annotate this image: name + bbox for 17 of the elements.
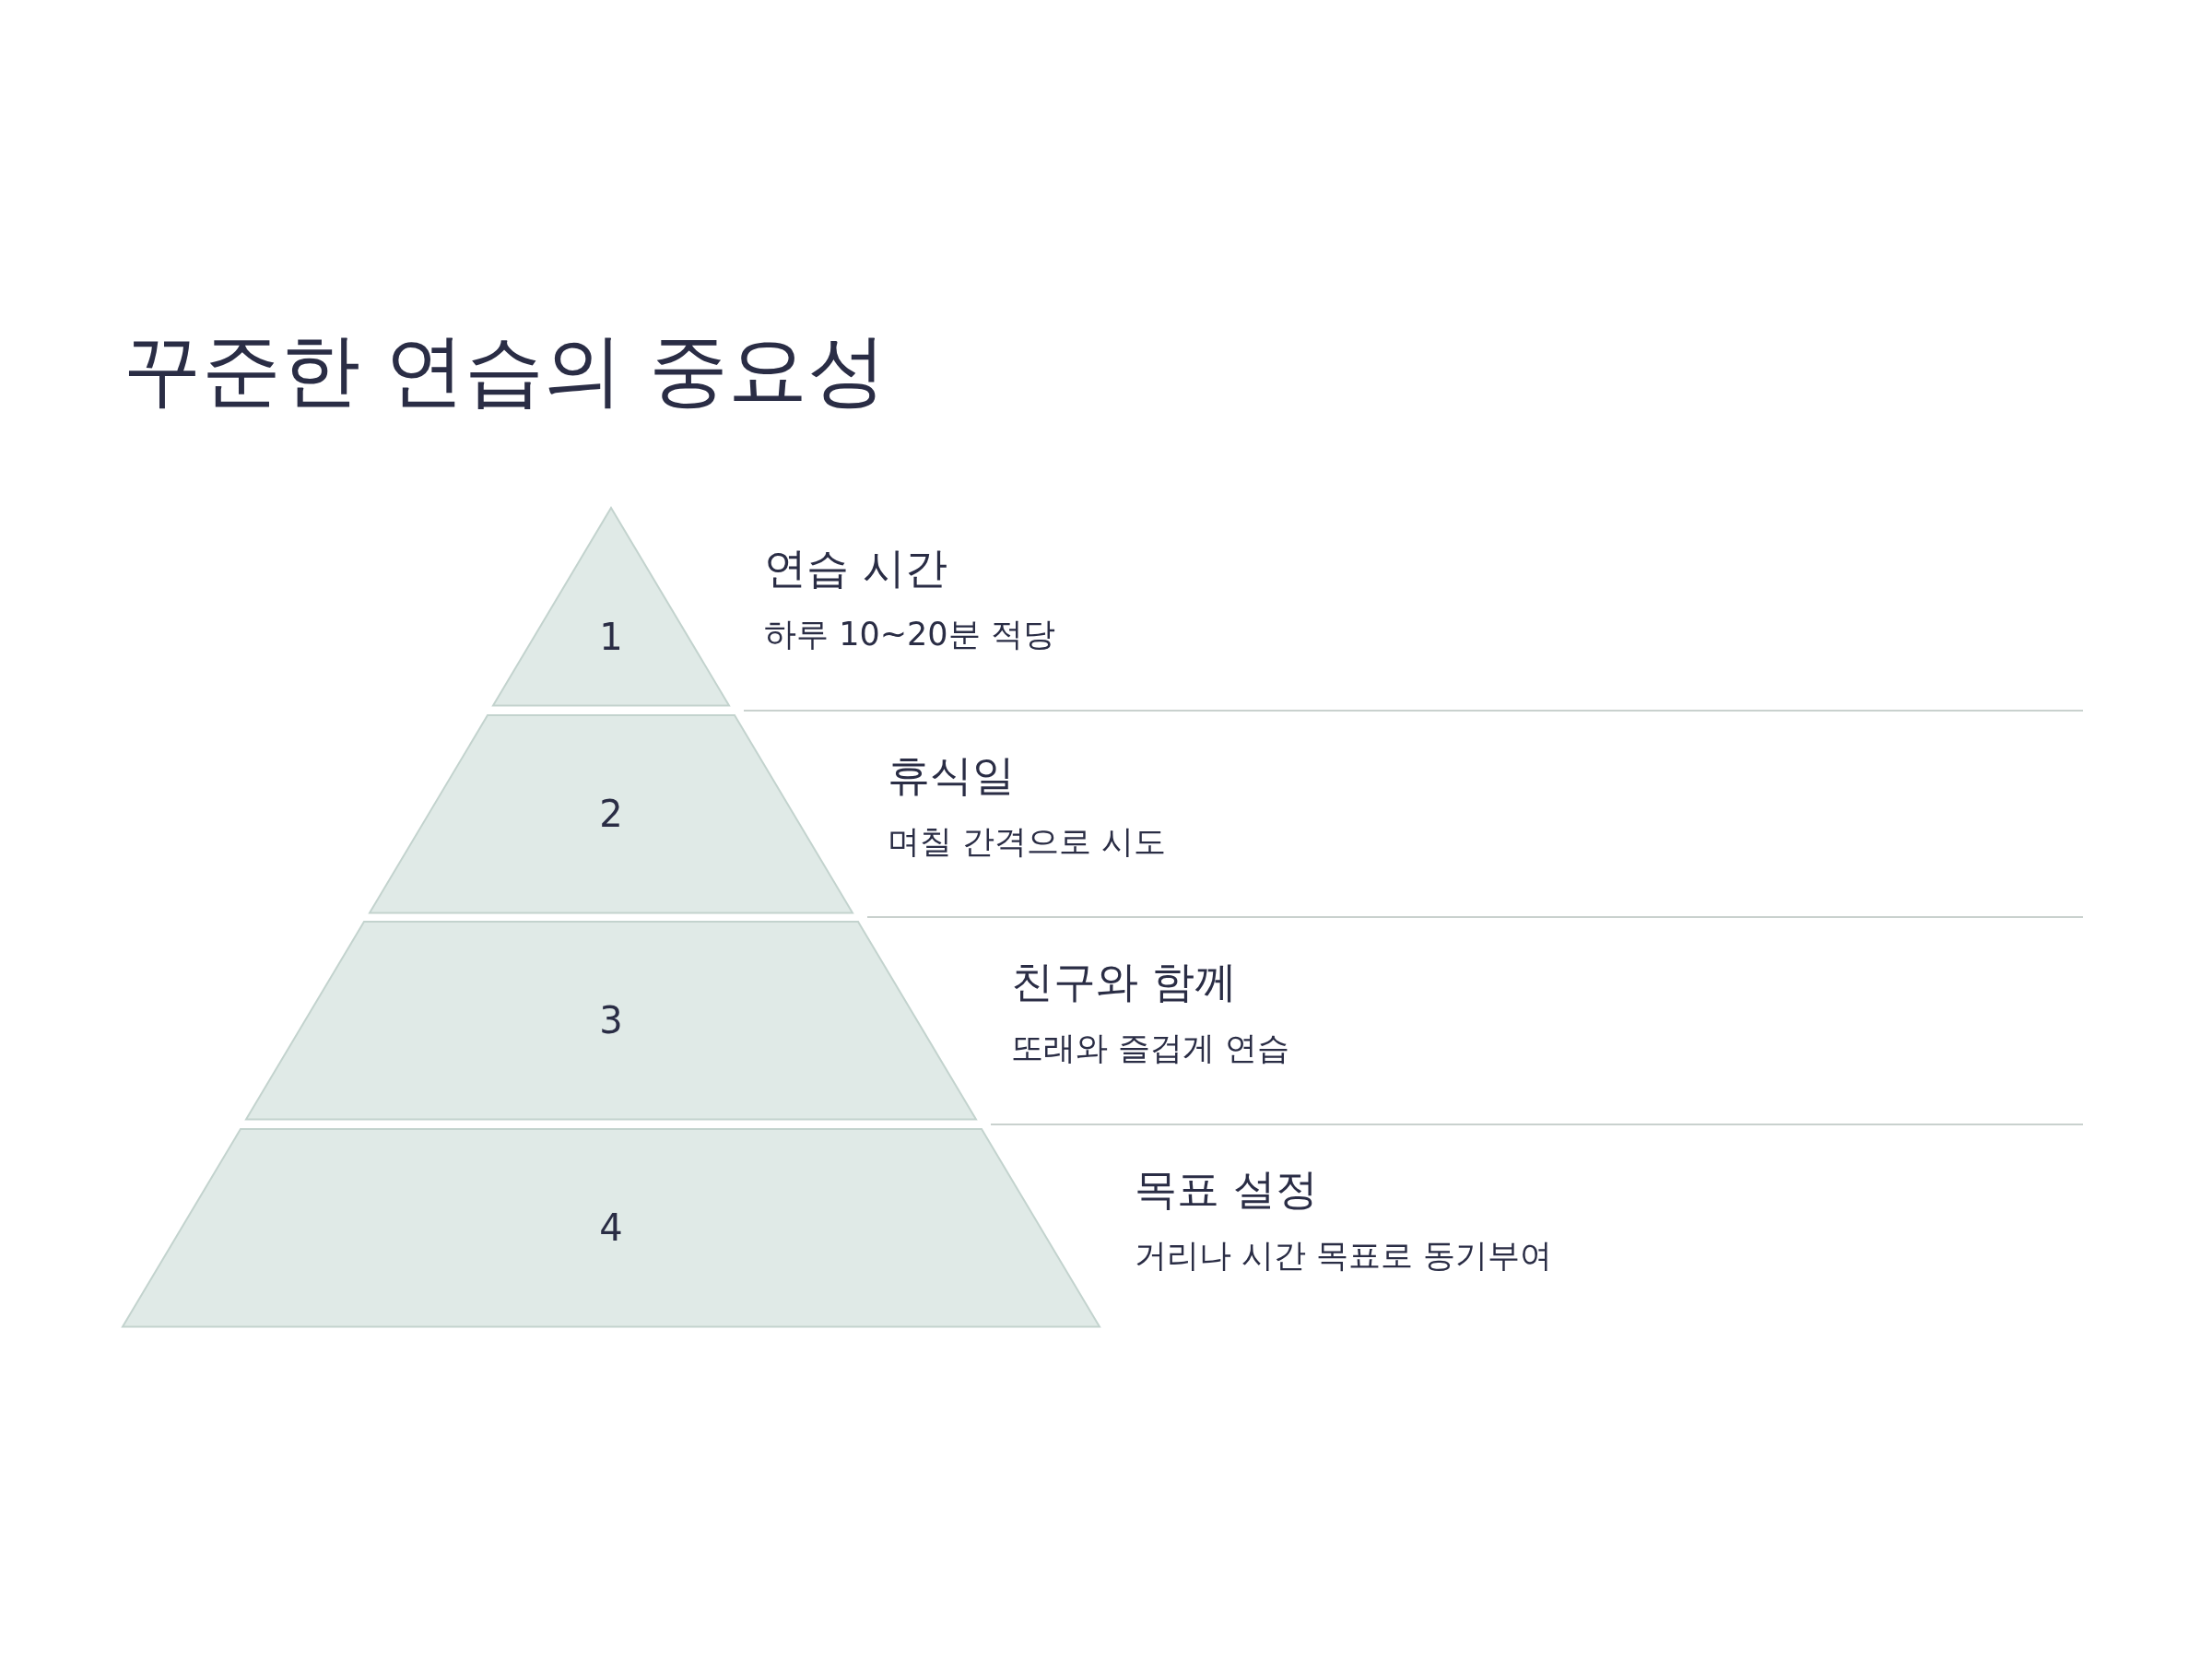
layer-number: 2 — [599, 791, 623, 836]
layer-heading: 목표 설정 — [1135, 1163, 1318, 1215]
pyramid-layer — [244, 920, 978, 1122]
pyramid-layer — [367, 712, 854, 914]
pyramid-apex-triangle — [490, 506, 731, 708]
layer-number: 4 — [599, 1205, 623, 1250]
layer-number: 3 — [599, 998, 623, 1043]
title: 꾸준한 연습의 중요성 — [123, 323, 887, 418]
layer-heading: 휴식일 — [888, 749, 1015, 801]
layer-description: 거리나 시간 목표로 동기부여 — [1135, 1235, 1553, 1275]
layer-description: 하루 10~20분 적당 — [764, 615, 1055, 653]
layer-heading: 친구와 함께 — [1011, 957, 1237, 1008]
layer-description: 며칠 간격으로 시도 — [888, 821, 1167, 861]
layer-description: 또래와 즐겁게 연습 — [1011, 1029, 1290, 1067]
layer-number: 1 — [599, 615, 623, 659]
layer-heading: 연습 시간 — [764, 543, 947, 594]
pyramid-layer — [121, 1126, 1101, 1328]
